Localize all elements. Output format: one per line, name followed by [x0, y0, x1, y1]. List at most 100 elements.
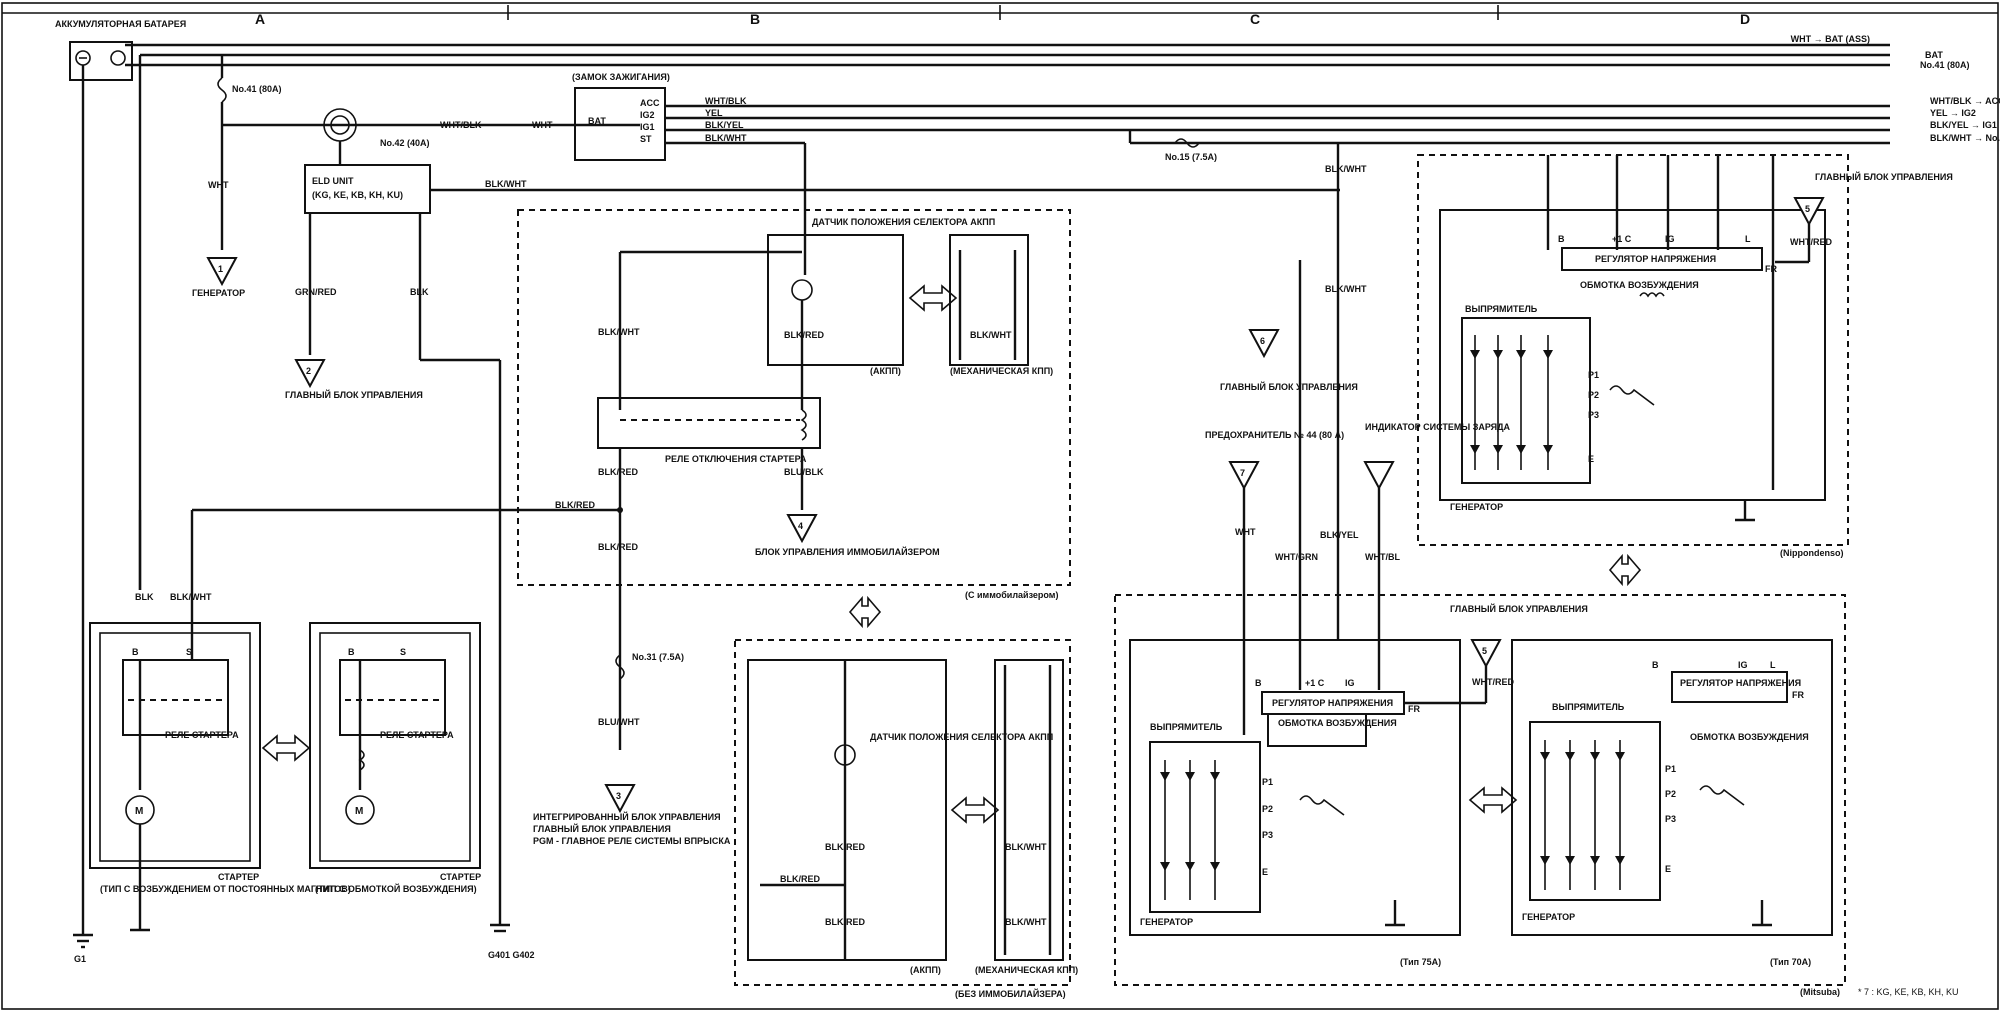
- svg-text:IG2: IG2: [640, 110, 655, 120]
- terminal-label: WHT → BAT (ASS): [1791, 34, 1870, 44]
- rectifier-75a: [1149, 741, 1261, 913]
- generator-70a: [1511, 639, 1833, 936]
- motor-icon: [345, 795, 375, 825]
- svg-text:ВЫПРЯМИТЕЛЬ: ВЫПРЯМИТЕЛЬ: [1465, 304, 1538, 314]
- svg-text:6: 6: [1260, 336, 1265, 346]
- nippondenso-panel: [1417, 154, 1849, 546]
- wire-label: BLK/WHT: [1005, 842, 1047, 852]
- svg-text:5: 5: [1805, 204, 1810, 214]
- selector-sensor-label: ДАТЧИК ПОЛОЖЕНИЯ СЕЛЕКТОРА АКПП: [812, 217, 995, 227]
- svg-text:PGM - ГЛАВНОЕ РЕЛЕ СИСТЕМЫ ВПР: PGM - ГЛАВНОЕ РЕЛЕ СИСТЕМЫ ВПРЫСКА: [533, 836, 731, 846]
- rectifier-nd: [1461, 317, 1591, 484]
- svg-text:B: B: [132, 647, 139, 657]
- svg-text:ГЕНЕРАТОР: ГЕНЕРАТОР: [1140, 917, 1193, 927]
- wire-label: WHT/RED: [1472, 677, 1514, 687]
- variant-arrow: [1608, 553, 1642, 587]
- svg-text:РЕГУЛЯТОР НАПРЯЖЕНИЯ: РЕГУЛЯТОР НАПРЯЖЕНИЯ: [1272, 698, 1393, 708]
- wire-label: WHT/BLK: [440, 120, 482, 130]
- svg-text:3: 3: [616, 791, 621, 801]
- wire-label: BLK/WHT: [485, 179, 527, 189]
- svg-text:(Тип 75A): (Тип 75A): [1400, 957, 1441, 967]
- svg-text:(Nippondenso): (Nippondenso): [1780, 548, 1844, 558]
- wire-label: BLK/WHT: [705, 133, 747, 143]
- svg-text:S: S: [186, 647, 192, 657]
- wire-label: BLK/RED: [825, 917, 865, 927]
- svg-text:P3: P3: [1665, 814, 1676, 824]
- svg-text:P3: P3: [1588, 410, 1599, 420]
- svg-text:M: M: [355, 806, 363, 817]
- variant-arrow: [848, 595, 882, 629]
- wire-label: BLK/WHT: [970, 330, 1012, 340]
- svg-text:P2: P2: [1665, 789, 1676, 799]
- column-label: B: [750, 11, 760, 27]
- svg-text:S: S: [400, 647, 406, 657]
- svg-text:(С иммобилайзером): (С иммобилайзером): [965, 590, 1058, 600]
- wire-label: WHT: [1235, 527, 1256, 537]
- svg-text:ПРЕДОХРАНИТЕЛЬ № 44 (80 A): ПРЕДОХРАНИТЕЛЬ № 44 (80 A): [1205, 430, 1344, 440]
- svg-text:B: B: [348, 647, 355, 657]
- wire-label: WHT/BLK: [705, 96, 747, 106]
- svg-text:ACC: ACC: [640, 98, 660, 108]
- svg-text:7: 7: [1240, 468, 1245, 478]
- svg-text:(МЕХАНИЧЕСКАЯ КПП): (МЕХАНИЧЕСКАЯ КПП): [975, 965, 1078, 975]
- svg-text:ГЛАВНЫЙ БЛОК УПРАВЛЕНИЯ: ГЛАВНЫЙ БЛОК УПРАВЛЕНИЯ: [533, 823, 671, 834]
- eld-unit: [304, 164, 431, 214]
- svg-text:ГЕНЕРАТОР: ГЕНЕРАТОР: [1450, 502, 1503, 512]
- wire-label: WHT: [532, 120, 553, 130]
- svg-text:5: 5: [1482, 646, 1487, 656]
- svg-text:РЕЛЕ СТАРТЕРА: РЕЛЕ СТАРТЕРА: [380, 730, 454, 740]
- svg-text:1: 1: [218, 264, 223, 274]
- wire-label: WHT/RED: [1790, 237, 1832, 247]
- svg-text:E: E: [1262, 867, 1268, 877]
- wire-label: BLK/RED: [825, 842, 865, 852]
- wire-label: BLU/WHT: [598, 717, 640, 727]
- starter-relay-label: РЕЛЕ СТАРТЕРА: [165, 730, 239, 740]
- wire-label: WHT/BL: [1365, 552, 1400, 562]
- column-label: C: [1250, 11, 1260, 27]
- generator-ref: ГЕНЕРАТОР: [192, 288, 245, 298]
- column-label: D: [1740, 11, 1750, 27]
- akpp-sensor-panel: [747, 659, 947, 961]
- wire-label: BLU/BLK: [784, 467, 824, 477]
- wire-label: WHT/GRN: [1275, 552, 1318, 562]
- wire-label: BLK/RED: [784, 330, 824, 340]
- svg-text:4: 4: [798, 521, 803, 531]
- svg-text:M: M: [135, 806, 143, 817]
- svg-text:(Тип 70A): (Тип 70A): [1770, 957, 1811, 967]
- terminal-label: No.41 (80A): [1920, 60, 1970, 70]
- svg-text:FR: FR: [1408, 704, 1420, 714]
- svg-text:(ТИП С ВОЗБУЖДЕНИЕМ ОТ ПОСТОЯН: (ТИП С ВОЗБУЖДЕНИЕМ ОТ ПОСТОЯННЫХ МАГНИТ…: [100, 884, 351, 894]
- svg-text:P2: P2: [1588, 390, 1599, 400]
- svg-text:FR: FR: [1765, 264, 1777, 274]
- selector-sensor-box: [767, 234, 904, 366]
- svg-text:+1 C: +1 C: [1305, 678, 1325, 688]
- battery: [69, 41, 133, 81]
- svg-text:ИНДИКАТОР СИСТЕМЫ ЗАРЯДА: ИНДИКАТОР СИСТЕМЫ ЗАРЯДА: [1365, 422, 1511, 432]
- svg-text:P1: P1: [1665, 764, 1676, 774]
- ignition-switch: [574, 87, 666, 161]
- svg-text:ВЫПРЯМИТЕЛЬ: ВЫПРЯМИТЕЛЬ: [1150, 722, 1223, 732]
- wire-label: GRN/RED: [295, 287, 337, 297]
- svg-text:СТАРТЕР: СТАРТЕР: [218, 872, 259, 882]
- starter-wound: [309, 622, 481, 869]
- svg-text:ОБМОТКА ВОЗБУЖДЕНИЯ: ОБМОТКА ВОЗБУЖДЕНИЯ: [1278, 718, 1397, 728]
- wire-label: BLK/WHT: [598, 327, 640, 337]
- no-immobilizer-panel: [734, 639, 1071, 986]
- fuse-42: No.42 (40A): [380, 138, 430, 148]
- svg-text:ГЛАВНЫЙ БЛОК УПРАВЛЕНИЯ: ГЛАВНЫЙ БЛОК УПРАВЛЕНИЯ: [1220, 381, 1358, 392]
- svg-text:(БЕЗ ИММОБИЛАЙЗЕРА): (БЕЗ ИММОБИЛАЙЗЕРА): [955, 988, 1066, 999]
- regulator-70a: [1671, 671, 1788, 703]
- svg-text:(АКПП): (АКПП): [910, 965, 941, 975]
- svg-text:B: B: [1652, 660, 1659, 670]
- svg-text:B: B: [1255, 678, 1262, 688]
- starter-relay-pm: [122, 659, 229, 736]
- svg-text:ДАТЧИК ПОЛОЖЕНИЯ СЕЛЕКТОРА АКП: ДАТЧИК ПОЛОЖЕНИЯ СЕЛЕКТОРА АКПП: [870, 732, 1053, 742]
- svg-text:2: 2: [306, 366, 311, 376]
- svg-text:ST: ST: [640, 134, 652, 144]
- terminal-label: BLK/YEL → IG1: [1930, 120, 1997, 130]
- svg-text:FR: FR: [1792, 690, 1804, 700]
- wire-label: BLK: [135, 592, 154, 602]
- variant-arrow: [1468, 786, 1518, 814]
